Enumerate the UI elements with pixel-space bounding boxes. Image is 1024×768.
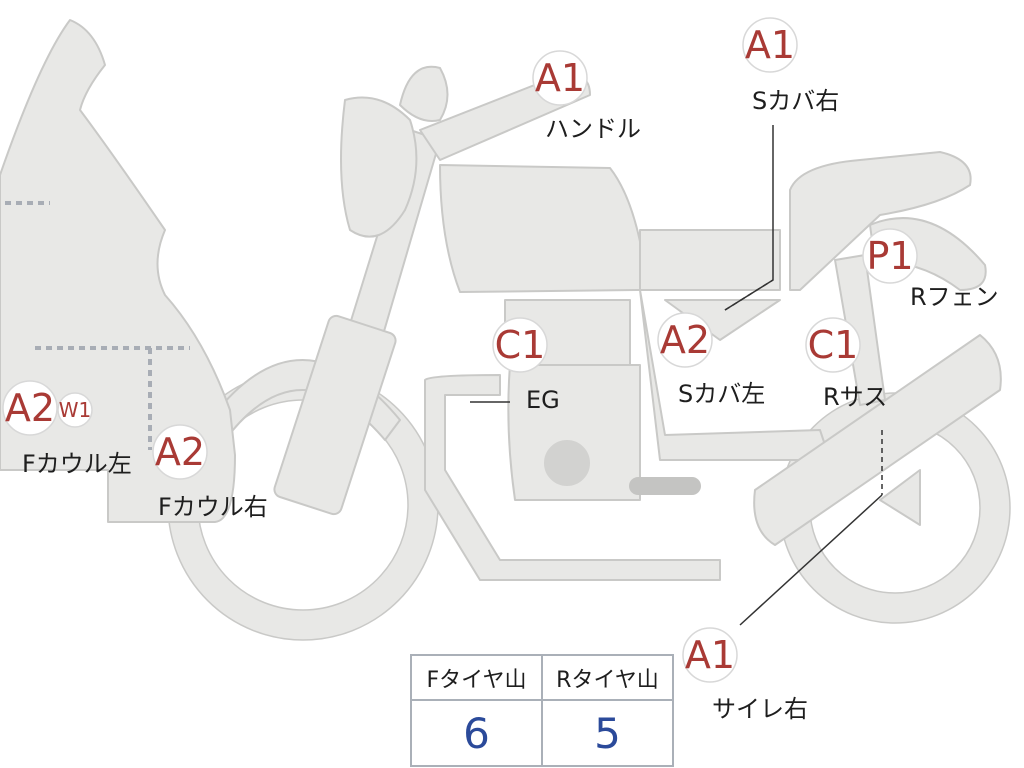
part-label: Rフェン [910,283,999,311]
front-tire-value: 6 [410,699,543,767]
damage-code: A2 [5,386,55,430]
part-label: Fカウル右 [158,493,268,521]
damage-code: A2 [660,318,710,362]
part-label: Sカバ左 [678,380,765,408]
part-label: EG [526,386,560,414]
damage-code: C1 [808,323,859,367]
rear-tire-header: Rタイヤ山 [541,654,674,701]
rear-tire-value: 5 [541,699,674,767]
fuel-tank [439,164,646,293]
damage-code: A1 [745,23,795,67]
damage-mark-side-cover-left: A2 Sカバ左 [657,312,765,408]
seat [639,229,781,291]
damage-mark-side-cover-right: A1 Sカバ右 [742,17,839,115]
damage-mark-rear-fender: P1 Rフェン [862,228,999,311]
part-label: Fカウル左 [22,450,132,478]
tire-tread-table: Fタイヤ山 Rタイヤ山 6 5 [410,654,674,767]
damage-mark-engine: C1 EG [492,317,560,414]
damage-mark-rear-suspension: C1 Rサス [805,317,887,411]
damage-code: P1 [866,234,913,278]
extra-damage-code: W1 [59,398,92,422]
front-fairing [0,19,236,523]
damage-code: A1 [535,56,585,100]
damage-mark-silencer-right: A1 サイレ右 [682,627,808,723]
leader-lines [470,125,883,626]
muffler [753,334,1002,546]
damage-mark-front-cowl-right: A2 Fカウル右 [152,424,268,521]
damage-mark-front-cowl-left: A2 W1 Fカウル左 [2,380,132,478]
damage-mark-handlebar: A1 ハンドル [532,50,641,143]
damage-code: C1 [495,323,546,367]
part-label: サイレ右 [712,695,808,723]
part-label: Sカバ右 [752,87,839,115]
motorcycle-silhouette [0,19,1011,641]
fairing-division-lines [5,201,190,450]
part-label: ハンドル [545,115,641,143]
damage-code: A1 [685,633,735,677]
damage-code: A2 [155,430,205,474]
front-tire-header: Fタイヤ山 [410,654,543,701]
part-label: Rサス [823,383,887,411]
